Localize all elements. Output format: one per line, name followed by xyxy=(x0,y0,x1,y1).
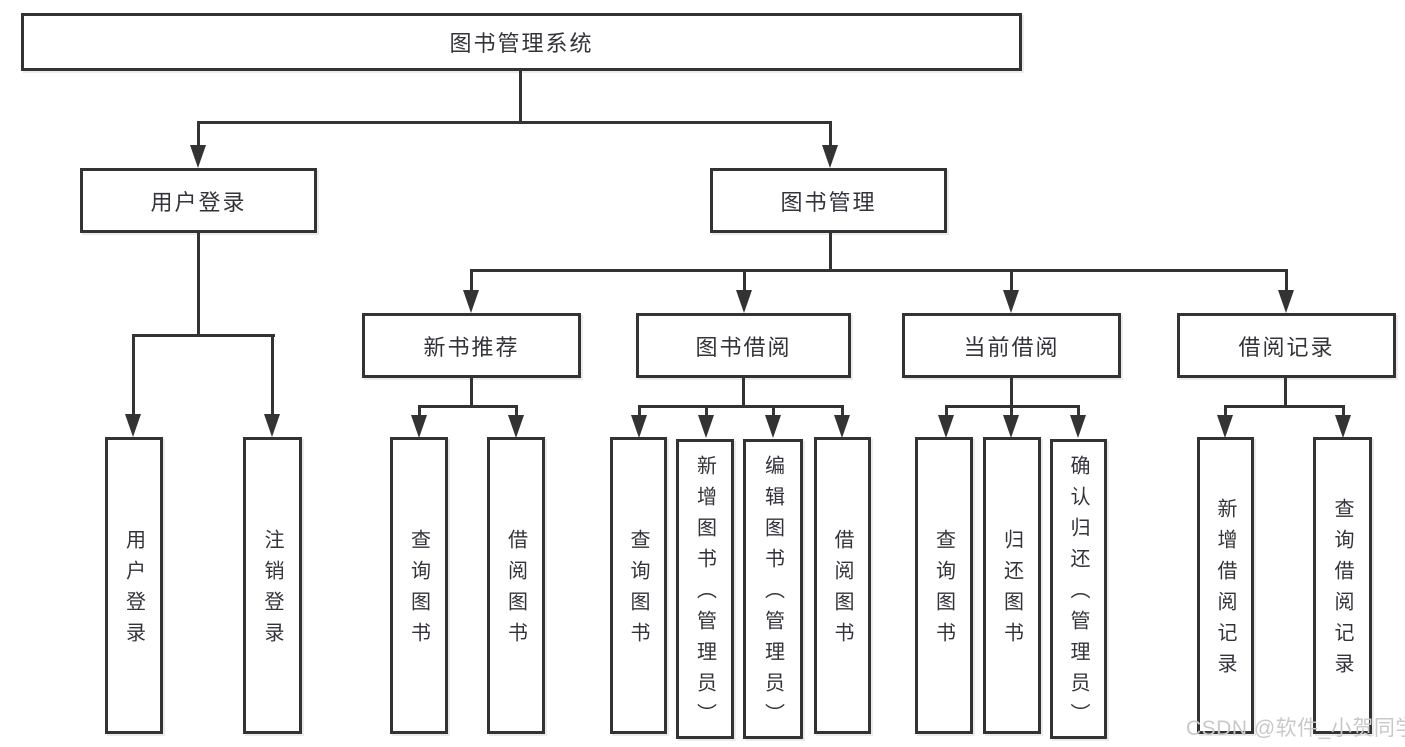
node-new-book-recommend-label: 新书推荐 xyxy=(423,334,520,360)
node-current-borrowing: 当前借阅 xyxy=(902,313,1121,378)
arrowhead-down-icon xyxy=(834,415,850,438)
arrowhead-down-icon xyxy=(125,414,141,437)
connector-newbook-trunk xyxy=(470,378,473,408)
arrowhead-down-icon xyxy=(190,145,206,168)
connector-drop xyxy=(1224,405,1227,416)
arrowhead-down-icon xyxy=(264,414,280,437)
connector-drop-user-login xyxy=(197,121,200,148)
connector-newbook-bus xyxy=(418,405,518,408)
arrowhead-down-icon xyxy=(1070,415,1086,438)
connector-userlogin-bus xyxy=(132,334,275,337)
connector-drop xyxy=(705,405,708,416)
arrowhead-down-icon xyxy=(736,290,752,313)
connector-drop-borrow-records xyxy=(1285,269,1288,291)
connector-root-bus xyxy=(197,121,832,124)
connector-drop xyxy=(945,405,948,416)
connector-drop xyxy=(515,405,518,416)
arrowhead-down-icon xyxy=(698,415,714,438)
connector-drop-book-mgmt xyxy=(829,121,832,148)
connector-drop xyxy=(418,405,421,416)
leaf-add-borrow-record: 新增借阅记录 xyxy=(1197,437,1254,734)
arrowhead-down-icon xyxy=(1003,415,1019,438)
arrowhead-down-icon xyxy=(1217,415,1233,438)
arrowhead-down-icon xyxy=(1003,290,1019,313)
leaf-return-books: 归还图书 xyxy=(983,437,1041,734)
connector-bookborrow-trunk xyxy=(742,378,745,408)
node-user-login-label: 用户登录 xyxy=(150,189,247,215)
connector-root-trunk xyxy=(519,70,522,124)
leaf-borrow-books: 借阅图书 xyxy=(814,437,871,734)
leaf-query-books-newrec: 查询图书 xyxy=(390,437,448,734)
node-current-borrowing-label: 当前借阅 xyxy=(963,334,1060,360)
connector-drop xyxy=(1342,405,1345,416)
node-borrowing-records: 借阅记录 xyxy=(1177,313,1396,378)
node-user-login: 用户登录 xyxy=(80,168,317,233)
connector-bookmgmt-trunk xyxy=(829,232,832,272)
connector-bookmgmt-bus xyxy=(470,269,1288,272)
connector-drop xyxy=(772,405,775,416)
arrowhead-down-icon xyxy=(1335,415,1351,438)
node-library-system-label: 图书管理系统 xyxy=(449,31,594,56)
node-library-system: 图书管理系统 xyxy=(21,13,1022,71)
leaf-user-login: 用户登录 xyxy=(105,437,163,734)
connector-currentborrow-trunk xyxy=(1010,378,1013,408)
arrowhead-down-icon xyxy=(765,415,781,438)
node-book-borrowing-label: 图书借阅 xyxy=(695,334,792,360)
node-new-book-recommend: 新书推荐 xyxy=(362,313,581,378)
node-book-management: 图书管理 xyxy=(710,168,947,233)
arrowhead-down-icon xyxy=(631,415,647,438)
arrowhead-down-icon xyxy=(463,290,479,313)
connector-drop-current-borrow xyxy=(1010,269,1013,291)
node-borrowing-records-label: 借阅记录 xyxy=(1238,334,1335,360)
connector-bookborrow-bus xyxy=(638,405,844,408)
connector-drop-new-book xyxy=(470,269,473,291)
connector-drop xyxy=(841,405,844,416)
arrowhead-down-icon xyxy=(411,415,427,438)
arrowhead-down-icon xyxy=(508,415,524,438)
leaf-confirm-return-admin: 确认归还（管理员） xyxy=(1050,439,1107,739)
leaf-edit-books-admin: 编辑图书（管理员） xyxy=(743,439,803,739)
leaf-add-books-admin: 新增图书（管理员） xyxy=(676,439,734,739)
leaf-borrow-books-newrec: 借阅图书 xyxy=(487,437,545,734)
leaf-query-borrow-record: 查询借阅记录 xyxy=(1313,437,1372,734)
node-book-borrowing: 图书借阅 xyxy=(636,313,851,378)
leaf-query-books-current: 查询图书 xyxy=(915,437,973,734)
csdn-watermark: CSDN @软件_小贺同学 xyxy=(1186,717,1405,740)
connector-drop-leaf-logout xyxy=(271,334,274,414)
connector-userlogin-trunk xyxy=(197,232,200,337)
connector-drop xyxy=(1077,405,1080,416)
connector-records-bus xyxy=(1224,405,1344,408)
connector-records-trunk xyxy=(1284,378,1287,408)
connector-drop-book-borrow xyxy=(743,269,746,291)
connector-drop-leaf-userlogin xyxy=(132,334,135,414)
arrowhead-down-icon xyxy=(822,145,838,168)
connector-drop xyxy=(638,405,641,416)
node-book-management-label: 图书管理 xyxy=(780,189,877,215)
arrowhead-down-icon xyxy=(938,415,954,438)
arrowhead-down-icon xyxy=(1278,290,1294,313)
connector-drop xyxy=(1010,405,1013,416)
leaf-query-books-borrow: 查询图书 xyxy=(610,437,667,734)
leaf-logout: 注销登录 xyxy=(243,437,302,734)
